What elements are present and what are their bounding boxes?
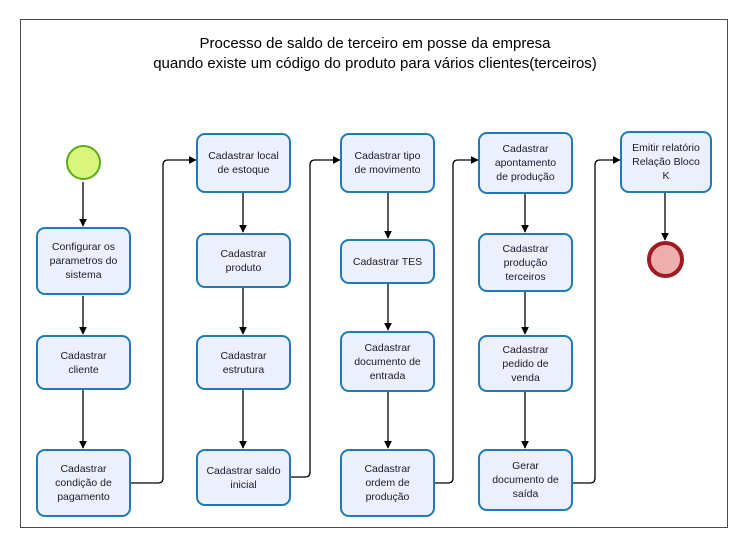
node-cadastrar-estrutura[interactable]: Cadastrar estrutura: [196, 335, 291, 390]
end-node[interactable]: [647, 241, 684, 278]
node-gerar-documento-saida[interactable]: Gerar documento de saída: [478, 449, 573, 511]
node-cadastrar-local-estoque[interactable]: Cadastrar local de estoque: [196, 133, 291, 193]
node-cadastrar-condicao-pagamento[interactable]: Cadastrar condição de pagamento: [36, 449, 131, 517]
node-cadastrar-documento-entrada[interactable]: Cadastrar documento de entrada: [340, 331, 435, 392]
node-cadastrar-produto[interactable]: Cadastrar produto: [196, 233, 291, 288]
node-cadastrar-cliente[interactable]: Cadastrar cliente: [36, 335, 131, 390]
node-emitir-relatorio-bloco-k[interactable]: Emitir relatório Relação Bloco K: [620, 131, 712, 193]
node-cadastrar-pedido-venda[interactable]: Cadastrar pedido de venda: [478, 335, 573, 392]
node-configurar-parametros[interactable]: Configurar os parametros do sistema: [36, 227, 131, 295]
node-cadastrar-saldo-inicial[interactable]: Cadastrar saldo inicial: [196, 449, 291, 506]
node-cadastrar-apontamento-producao[interactable]: Cadastrar apontamento de produção: [478, 132, 573, 194]
node-cadastrar-tipo-movimento[interactable]: Cadastrar tipo de movimento: [340, 133, 435, 193]
node-cadastrar-producao-terceiros[interactable]: Cadastrar produção terceiros: [478, 233, 573, 292]
diagram-title: Processo de saldo de terceiro em posse d…: [153, 35, 597, 72]
start-node[interactable]: [66, 145, 101, 180]
node-cadastrar-tes[interactable]: Cadastrar TES: [340, 239, 435, 284]
node-cadastrar-ordem-producao[interactable]: Cadastrar ordem de produção: [340, 449, 435, 517]
